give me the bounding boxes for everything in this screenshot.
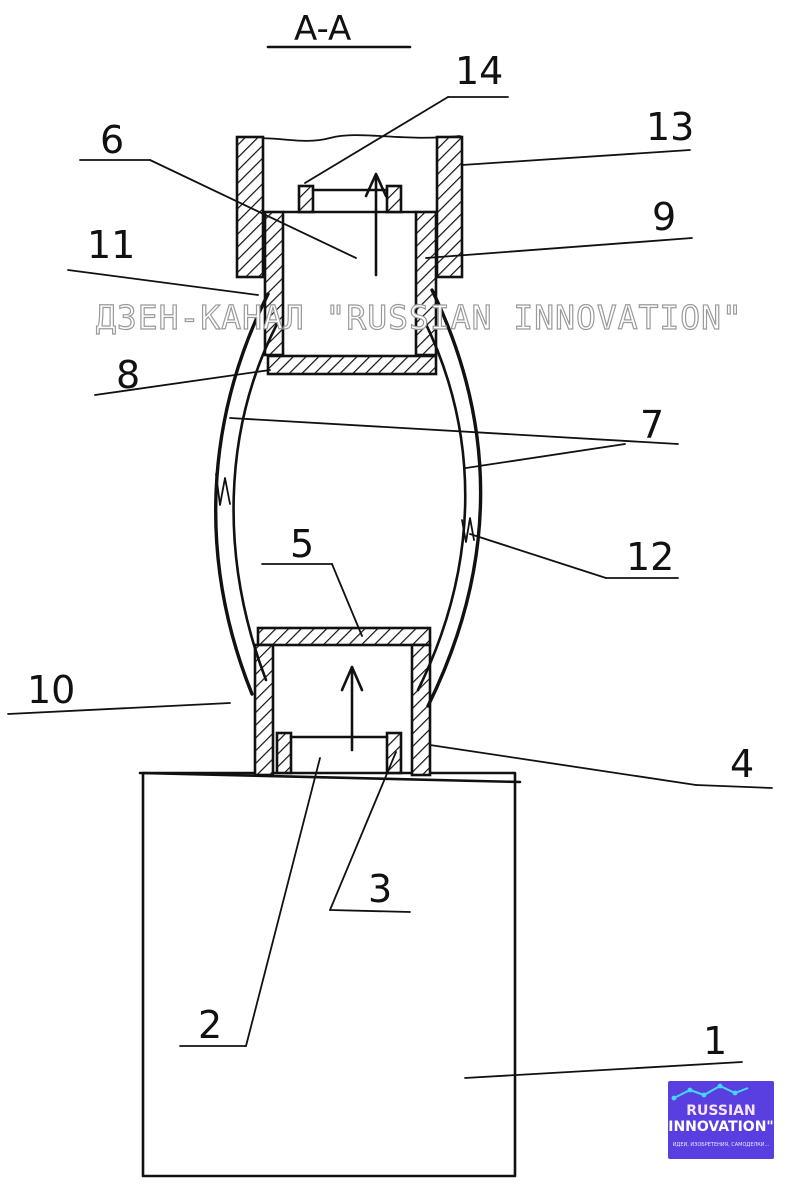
left-hinge-mark bbox=[215, 473, 231, 506]
upper-cup-bottom-plate bbox=[266, 354, 438, 376]
upper-valve-left bbox=[297, 184, 315, 214]
logo-line-1: RUSSIAN bbox=[686, 1103, 756, 1119]
section-title: A-A bbox=[294, 9, 351, 49]
lower-cup-top-plate bbox=[256, 626, 432, 647]
leader-lines bbox=[7, 96, 773, 1079]
label-3: 3 bbox=[368, 867, 392, 911]
channel-watermark: ДЗЕН-КАНАЛ "RUSSIAN INNOVATION" bbox=[96, 298, 743, 337]
bellows-right-outer bbox=[426, 288, 483, 708]
label-5: 5 bbox=[290, 522, 314, 566]
logo-line-2: INNOVATION" bbox=[668, 1119, 774, 1135]
bellows-right-inner bbox=[416, 318, 467, 692]
label-11: 11 bbox=[87, 223, 135, 267]
logo-chart-icon bbox=[671, 1083, 749, 1101]
label-12: 12 bbox=[626, 535, 674, 579]
base-top-edge bbox=[138, 771, 522, 784]
label-1: 1 bbox=[703, 1019, 727, 1063]
label-10: 10 bbox=[27, 668, 75, 712]
base-block bbox=[141, 771, 517, 1178]
lower-cup-right-wall bbox=[410, 643, 432, 777]
upper-pipe-right-wall bbox=[435, 135, 464, 279]
channel-logo: RUSSIAN INNOVATION" ИДЕИ, ИЗОБРЕТЕНИЯ, С… bbox=[668, 1081, 774, 1159]
lower-cup-left-wall bbox=[253, 643, 275, 777]
label-8: 8 bbox=[116, 353, 140, 397]
pipe-break-line bbox=[239, 134, 461, 142]
upper-valve-right bbox=[385, 184, 403, 214]
label-7: 7 bbox=[640, 403, 664, 447]
label-13: 13 bbox=[646, 105, 694, 149]
lower-valve-left bbox=[275, 731, 293, 775]
label-4: 4 bbox=[730, 742, 754, 786]
lower-arrow-head bbox=[340, 665, 364, 692]
label-9: 9 bbox=[652, 195, 676, 239]
label-14: 14 bbox=[455, 49, 503, 93]
bellows-left-inner bbox=[232, 320, 280, 682]
upper-arrow-head bbox=[364, 172, 388, 198]
bellows-left-outer bbox=[214, 292, 270, 696]
right-hinge-mark bbox=[461, 517, 475, 543]
label-6: 6 bbox=[100, 118, 124, 162]
logo-tagline: ИДЕИ, ИЗОБРЕТЕНИЯ, САМОДЕЛКИ... bbox=[672, 1142, 770, 1148]
label-2: 2 bbox=[198, 1003, 222, 1047]
